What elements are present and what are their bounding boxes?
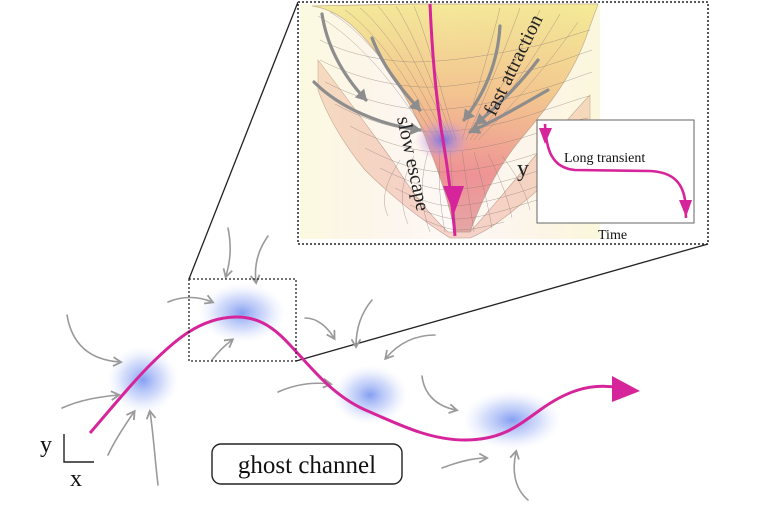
flow-arrow-3 (107, 409, 136, 456)
axes-corner-lines (63, 434, 94, 463)
flow-arrow-6 (222, 227, 233, 279)
flow-arrow-4 (145, 409, 159, 486)
flow-arrow-15 (509, 449, 529, 501)
inset-arrow-4 (462, 24, 502, 122)
flow-arrow-8 (211, 338, 235, 361)
flow-arrows (61, 227, 529, 501)
flow-arrow-12 (277, 378, 333, 393)
inset-y-axis-label: y (517, 156, 529, 182)
flow-arrow-10 (350, 299, 373, 349)
inset-arrow-3 (312, 80, 422, 136)
inset-trajectory-arrowhead (443, 186, 464, 214)
time-axis-label: Time (598, 228, 627, 243)
flow-arrow-13 (421, 375, 459, 414)
flow-arrow-7 (250, 235, 269, 285)
zoom-connector-left (188, 1, 299, 280)
ghost-glow-2 (198, 283, 286, 343)
inset-arrow-2 (370, 36, 422, 112)
long-transient-plot: Long transient Time (536, 119, 695, 243)
flow-arrow-2 (61, 390, 121, 409)
zoom-box (188, 278, 297, 362)
ghost-channel-box (211, 443, 403, 485)
time-plot-curve (543, 123, 688, 219)
ghost-channel-label: ghost channel (238, 452, 376, 479)
flow-arrow-1 (66, 314, 123, 367)
ghost-trajectory-arrowhead (612, 376, 640, 402)
ghost-trajectory (88, 315, 621, 442)
long-transient-label: Long transient (564, 151, 645, 166)
ghost-glow-4 (462, 390, 562, 450)
time-plot-end-arrowhead (679, 200, 692, 217)
flow-arrow-11 (384, 334, 436, 361)
landscape-inset: slow escape fast attraction y Long trans… (297, 1, 709, 245)
time-plot-start-arrowhead (539, 128, 552, 144)
phase-space (61, 227, 640, 501)
flow-arrow-5 (167, 294, 215, 305)
inset-border (297, 1, 709, 245)
axis-x-label: x (70, 466, 82, 492)
inset-attraction-arrows (312, 12, 550, 136)
axes-indicator: y x (40, 432, 94, 492)
inset-arrow-1 (320, 12, 368, 102)
ghost-glow-1 (107, 346, 179, 414)
ghost-glow-3 (332, 365, 408, 425)
ghost-channel-callout: ghost channel (211, 443, 403, 485)
flow-arrow-14 (441, 452, 489, 469)
flow-arrow-9 (304, 317, 336, 341)
axis-y-label: y (40, 432, 52, 458)
inset-arrow-5 (468, 88, 550, 134)
inset-arrow-6 (474, 58, 540, 126)
zoom-connector-right (295, 243, 709, 362)
